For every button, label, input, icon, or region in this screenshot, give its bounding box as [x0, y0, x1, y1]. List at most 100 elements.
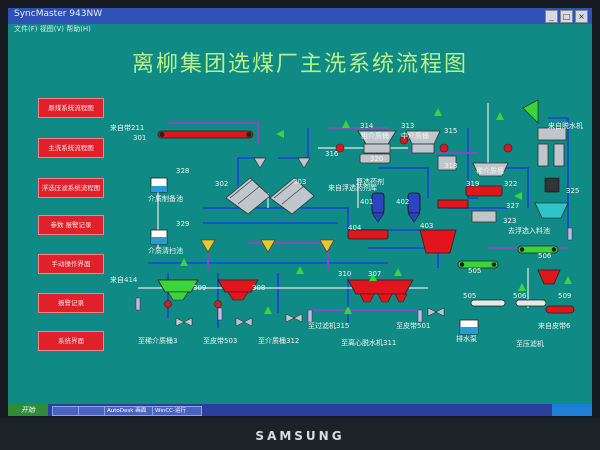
label-from-float: 来自浮选药剂库 — [328, 183, 377, 192]
magnetic-separator[interactable] — [347, 185, 503, 240]
drain-pump-tank[interactable] — [459, 319, 479, 335]
label-309: 309 — [193, 284, 206, 292]
valves[interactable] — [175, 307, 445, 327]
label-318: 318 — [444, 162, 457, 170]
minimize-button[interactable]: _ — [545, 10, 558, 23]
menu-items[interactable]: 文件(F) 视图(V) 帮助(H) — [14, 25, 91, 33]
density-meters[interactable] — [135, 227, 573, 323]
dense-medium-bath-307[interactable] — [347, 279, 414, 303]
nav-button-flotation[interactable]: 浮选压滤系统流程图 — [38, 178, 104, 198]
label-329: 329 — [176, 220, 189, 228]
label-media-prep: 介质制备池 — [148, 194, 183, 203]
label-rough-media: 粗介质桶 — [361, 131, 389, 140]
nav-button-raw-coal[interactable]: 原煤系统流程图 — [38, 98, 104, 118]
label-323: 323 — [503, 217, 516, 225]
cyclone-401[interactable] — [371, 192, 385, 223]
cyclone-402[interactable] — [407, 192, 421, 223]
label-316: 316 — [325, 150, 339, 158]
label-310: 310 — [338, 270, 351, 278]
label-to-float-pool: 去浮选入料池 — [508, 226, 550, 235]
cyclone-row[interactable] — [200, 239, 335, 253]
label-327: 327 — [506, 202, 519, 210]
belt-conveyor-506[interactable] — [517, 245, 559, 254]
label-to-belt-501: 至皮带501 — [396, 321, 430, 330]
label-402: 402 — [396, 198, 409, 206]
label-to-centrifuge: 至离心脱水机311 — [341, 338, 396, 347]
label-from-414: 来自414 — [110, 275, 138, 284]
window-controls: _ □ × — [545, 10, 588, 23]
filter-press-feed[interactable] — [471, 210, 497, 223]
taskbar-item[interactable] — [52, 406, 80, 416]
label-325: 325 — [566, 187, 579, 195]
flow-arrows — [180, 108, 572, 314]
label-media-clean: 介质清扫池 — [148, 246, 183, 255]
flotation-cell-column[interactable] — [522, 99, 569, 219]
label-to-belt-503: 至皮带503 — [203, 336, 237, 345]
label-508: 506 — [513, 292, 527, 300]
dilute-media-tank[interactable] — [472, 162, 509, 177]
monitor-brand-logo: SAMSUNG — [255, 429, 345, 443]
screen-303[interactable] — [269, 177, 315, 215]
screen: SyncMaster 943NW _ □ × 文件(F) 视图(V) 帮助(H)… — [8, 8, 592, 416]
nav-button-manual[interactable]: 手动操作界面 — [38, 254, 104, 274]
start-button[interactable]: 开始 — [8, 404, 48, 416]
belt-conveyor-508[interactable] — [470, 299, 575, 314]
label-from-belt-6: 来自皮带6 — [538, 321, 571, 330]
label-dilute: 稀介质桶 — [476, 166, 504, 175]
nav-button-main-wash[interactable]: 主洗系统流程图 — [38, 138, 104, 158]
nav-button-params[interactable]: 参数 报警记录 — [38, 215, 104, 235]
mid-media-tank[interactable] — [405, 130, 441, 154]
label-328: 328 — [176, 167, 189, 175]
label-505: 505 — [468, 267, 481, 275]
label-403: 403 — [420, 222, 433, 230]
label-509: 509 — [558, 292, 571, 300]
nav-button-alarms[interactable]: 报警记录 — [38, 293, 104, 313]
menu-bar: 文件(F) 视图(V) 帮助(H) — [8, 24, 592, 34]
media-prep-tank[interactable] — [150, 177, 168, 193]
taskbar-item-wincc[interactable]: WinCC-运行 — [152, 406, 202, 416]
label-308: 308 — [252, 284, 265, 292]
label-315: 315 — [444, 127, 457, 135]
label-to-press: 至压滤机 — [516, 339, 544, 348]
label-to-media-3: 至稀介质桶3 — [138, 336, 177, 345]
label-313: 314 — [360, 122, 374, 130]
screen-302[interactable] — [225, 177, 271, 215]
label-307: 307 — [368, 270, 381, 278]
label-drain-pool: 排水泵 — [456, 334, 477, 343]
label-322: 322 — [504, 180, 517, 188]
close-button[interactable]: × — [575, 10, 588, 23]
label-mid-media: 中介质桶 — [401, 131, 429, 140]
process-flow-diagram: 来自带211 301 302 303 314 粗介质桶 中介质桶 313 315… — [110, 99, 583, 348]
nav-button-system[interactable]: 系统界面 — [38, 331, 104, 351]
belt-conveyor-505[interactable] — [457, 260, 499, 269]
page-title: 离柳集团选煤厂主洗系统流程图 — [131, 52, 468, 77]
label-506: 506 — [538, 252, 552, 260]
belt-conveyor-301[interactable] — [157, 130, 254, 139]
label-to-media-312: 至介质桶312 — [258, 336, 299, 345]
window-title: SyncMaster 943NW — [14, 9, 103, 19]
taskbar-item-autodesk[interactable]: AutoDesk 画面 — [104, 406, 154, 416]
media-clean-tank[interactable] — [150, 229, 168, 245]
label-320: 320 — [370, 155, 383, 163]
media-sump-320[interactable] — [359, 153, 457, 171]
dense-medium-bath-309[interactable] — [157, 279, 199, 301]
label-302: 302 — [215, 180, 228, 188]
taskbar-item[interactable] — [78, 406, 106, 416]
distributor-valve[interactable] — [253, 157, 311, 169]
label-from-dewater: 来自脱水机 — [548, 121, 583, 130]
label-401: 401 — [360, 198, 373, 206]
window-titlebar: SyncMaster 943NW _ □ × — [8, 8, 592, 24]
taskbar: 开始 AutoDesk 画面 WinCC-运行 — [8, 404, 592, 416]
label-404: 404 — [348, 224, 362, 232]
label-reagent: 浮选药剂 — [356, 177, 384, 186]
label-313b: 313 — [401, 122, 414, 130]
rough-media-tank[interactable] — [357, 130, 397, 154]
dense-medium-bath-308[interactable] — [217, 279, 259, 301]
pump-group[interactable] — [164, 135, 513, 308]
label-301: 301 — [133, 134, 146, 142]
product-hopper[interactable] — [537, 269, 561, 285]
label-from-211: 来自带211 — [110, 123, 144, 132]
maximize-button[interactable]: □ — [560, 10, 573, 23]
label-505b: 505 — [463, 292, 476, 300]
flotation-hopper-403[interactable] — [419, 229, 457, 254]
